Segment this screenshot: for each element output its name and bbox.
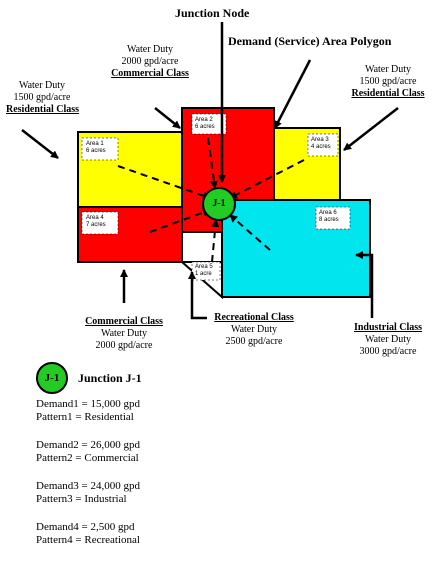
junction-node-j1 — [202, 187, 236, 221]
demand-polygon-heading: Demand (Service) Area Polygon — [228, 34, 392, 48]
arrow-residential-left — [21, 129, 59, 159]
load-line-area-3 — [229, 159, 305, 199]
arrow-residential-right — [343, 107, 399, 151]
junction-legend-node: J-1 — [36, 362, 68, 394]
junction-legend-title: Junction J-1 — [78, 370, 142, 385]
demand-group-3: Demand3 = 24,000 gpd Pattern3 = Industri… — [36, 480, 140, 505]
service-area-diagram — [21, 22, 399, 320]
load-line-area-6 — [229, 214, 271, 251]
demand-group-2: Demand2 = 26,000 gpd Pattern2 = Commerci… — [36, 439, 140, 464]
commercial-top-callout: Water Duty 2000 gpd/acre Commercial Clas… — [111, 44, 189, 79]
junction-legend: J-1 Junction J-1 — [36, 362, 142, 394]
junction-node-label: J-1 — [212, 198, 226, 209]
arrow-commercial-top — [154, 107, 181, 129]
industrial-callout: Industrial Class Water Duty 3000 gpd/acr… — [353, 322, 423, 357]
recreational-callout: Recreational Class Water Duty 2500 gpd/a… — [214, 312, 294, 347]
arrow-recreational — [188, 271, 207, 320]
arrow-demand-polygon — [273, 59, 312, 129]
demand-list: Demand1 = 15,000 gpd Pattern1 = Resident… — [36, 398, 140, 562]
load-line-area-2 — [207, 137, 218, 189]
residential-left-callout: Water Duty 1500 gpd/acre Residential Cla… — [6, 80, 80, 115]
demand-group-4: Demand4 = 2,500 gpd Pattern4 = Recreatio… — [36, 521, 140, 546]
demand-group-1: Demand1 = 15,000 gpd Pattern1 = Resident… — [36, 398, 140, 423]
load-line-area-1 — [117, 165, 211, 200]
commercial-bottom-callout: Commercial Class Water Duty 2000 gpd/acr… — [85, 316, 163, 351]
load-line-area-4 — [149, 208, 211, 233]
residential-right-callout: Water Duty 1500 gpd/acre Residential Cla… — [351, 64, 425, 99]
arrow-industrial — [355, 251, 374, 318]
junction-node-heading: Junction Node — [175, 6, 250, 20]
